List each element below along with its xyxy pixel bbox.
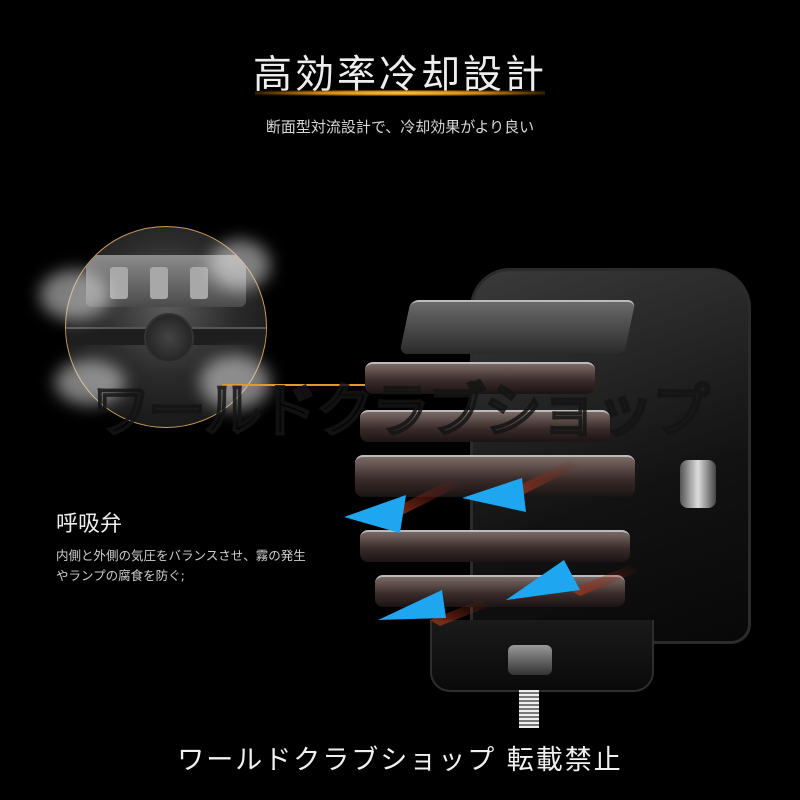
callout-leader-line xyxy=(222,384,382,386)
cooling-fin xyxy=(360,530,630,562)
breather-valve-icon xyxy=(144,313,194,363)
page-subtitle: 断面型対流設計で、冷却効果がより良い xyxy=(265,118,535,136)
watermark: ワールドクラブショップ xyxy=(91,376,711,446)
top-fin xyxy=(399,300,636,354)
vapor-cloud xyxy=(40,270,110,320)
vapor-cloud xyxy=(200,355,270,410)
cooling-fin xyxy=(360,410,610,442)
callout-title: 呼吸弁 xyxy=(56,512,123,537)
fin-slot xyxy=(150,267,168,299)
arrow-down-left-icon xyxy=(344,480,460,533)
arrow-down-left-icon xyxy=(506,560,640,600)
vapor-cloud xyxy=(210,240,270,290)
airflow-arrows xyxy=(344,460,640,626)
mount-knob xyxy=(680,460,716,508)
mount-bolt xyxy=(508,645,552,675)
vapor-cloud xyxy=(55,360,125,405)
fin-slot xyxy=(190,267,208,299)
fin-slot xyxy=(110,267,128,299)
threaded-stud xyxy=(519,690,539,728)
title-underline-glow xyxy=(255,90,545,96)
arrow-down-left-icon xyxy=(462,460,580,512)
callout-description: 内側と外側の気圧をバランスさせ、霧の発生やランプの腐食を防ぐ; xyxy=(56,548,306,583)
footer-copyright: ワールドクラブショップ 転載禁止 xyxy=(177,745,623,776)
arrow-down-left-icon xyxy=(378,590,490,626)
cooling-fin xyxy=(365,362,595,394)
